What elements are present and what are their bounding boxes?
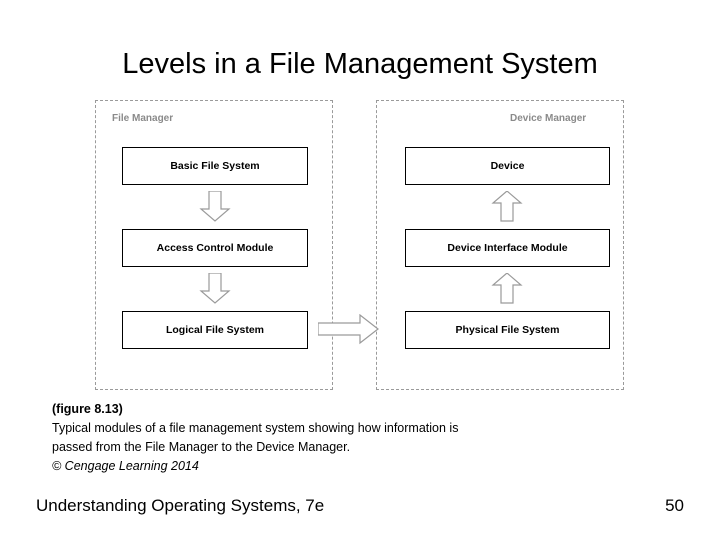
caption-line-1: Typical modules of a file management sys… <box>52 421 459 435</box>
arrow-physical-to-interface-icon <box>491 273 525 305</box>
arrow-interface-to-device-icon <box>491 191 525 223</box>
figure-number: (figure 8.13) <box>52 402 123 416</box>
footer-slide-number: 50 <box>665 496 684 515</box>
module-logical-file-system: Logical File System <box>122 311 308 349</box>
caption-line-2: passed from the File Manager to the Devi… <box>52 440 351 454</box>
file-manager-group-box <box>95 100 333 390</box>
device-manager-group-label: Device Manager <box>510 113 587 124</box>
module-device: Device <box>405 147 610 185</box>
arrow-basic-to-access-icon <box>199 191 233 223</box>
copyright-notice: © Cengage Learning 2014 <box>52 459 199 473</box>
footer-book-title: Understanding Operating Systems, 7e <box>36 496 325 515</box>
file-manager-group-label: File Manager <box>112 113 174 124</box>
file-management-diagram: File Manager Device Manager Basic File S… <box>92 100 624 392</box>
module-device-interface-module: Device Interface Module <box>405 229 610 267</box>
module-physical-file-system: Physical File System <box>405 311 610 349</box>
module-basic-file-system: Basic File System <box>122 147 308 185</box>
arrow-logical-to-physical-icon <box>318 314 380 346</box>
figure-caption: (figure 8.13) Typical modules of a file … <box>52 400 672 476</box>
module-access-control-module: Access Control Module <box>122 229 308 267</box>
page-title: Levels in a File Management System <box>122 48 598 80</box>
arrow-access-to-logical-icon <box>199 273 233 305</box>
device-manager-group-box <box>376 100 624 390</box>
